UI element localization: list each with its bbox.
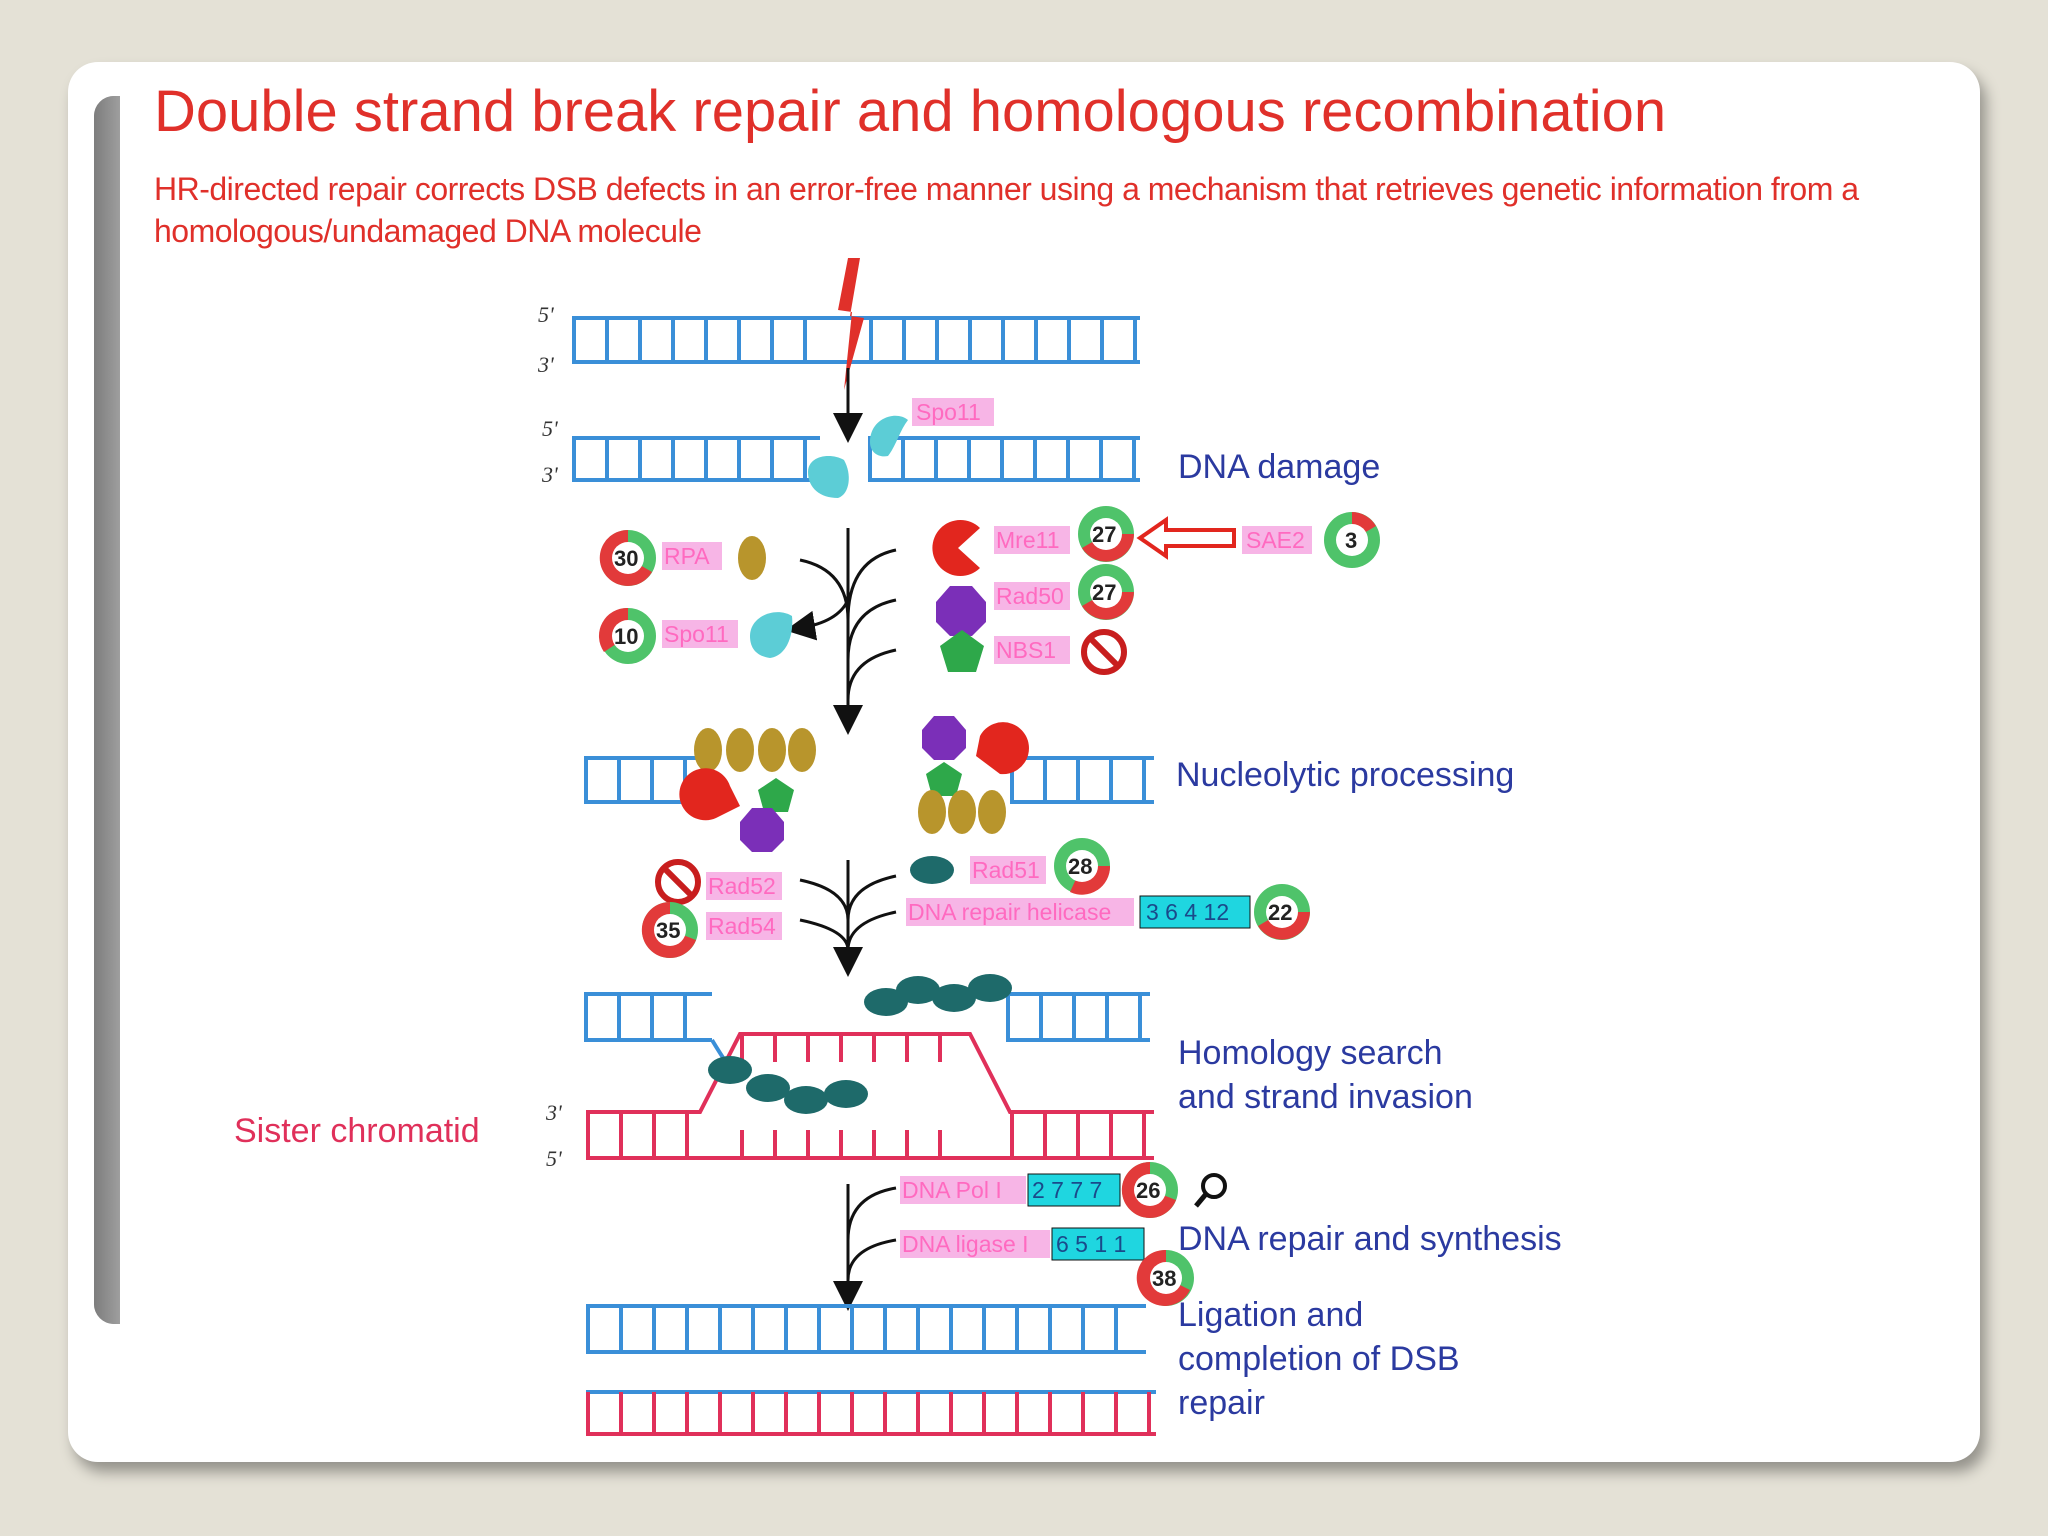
no-entry-icon: [1081, 629, 1127, 675]
end-5-sister: 5': [546, 1146, 562, 1171]
pol-ec-box: 2 7 7 7: [1032, 1177, 1102, 1203]
stage-nucleolytic: Nucleolytic processing: [1176, 756, 1514, 794]
helicase-ec-box: 3 6 4 12: [1146, 899, 1229, 925]
rad51-filament: [708, 974, 1012, 1114]
stage-homology-2: and strand invasion: [1178, 1078, 1473, 1116]
rpa-shape: [738, 536, 766, 580]
svg-text:35: 35: [656, 918, 680, 943]
dna-intact: [572, 316, 1140, 364]
stage-repair-synthesis: DNA repair and synthesis: [1178, 1220, 1562, 1258]
dna-processing: [584, 756, 1154, 804]
spo11-count-badge: 10: [598, 607, 656, 664]
label-rad52: Rad52: [708, 873, 776, 899]
sister-chromatid-dna: [586, 1032, 1154, 1160]
dna-repaired-bottom: [586, 1390, 1156, 1436]
magnifier-icon: [1194, 1173, 1227, 1208]
arrow-sae2-to-mre11: [1136, 516, 1236, 560]
label-rad50: Rad50: [996, 583, 1064, 609]
end-3-sister: 3': [545, 1100, 562, 1125]
rpa-cluster-right: [918, 790, 1006, 834]
dna-repaired-top: [586, 1304, 1146, 1354]
mre11-count-badge: 27: [1078, 506, 1134, 562]
branch-arrows-2: [799, 860, 897, 977]
label-spo11-top: Spo11: [916, 399, 981, 425]
rad51-count-badge: 28: [1054, 838, 1111, 895]
branch-arrows-1: [785, 528, 897, 735]
mre11-pacman-shape: [932, 520, 980, 577]
rad50-count-badge: 27: [1078, 564, 1134, 620]
helicase-count-badge: 22: [1254, 884, 1310, 940]
lightning-break-icon: [838, 258, 864, 390]
ligase-count-badge: 38: [1136, 1249, 1194, 1306]
ligase-ec-box: 6 5 1 1: [1056, 1231, 1126, 1257]
label-dna-ligase: DNA ligase I: [902, 1231, 1029, 1257]
svg-text:3: 3: [1345, 528, 1357, 553]
label-sae2: SAE2: [1246, 527, 1305, 553]
svg-text:26: 26: [1136, 1178, 1160, 1203]
accent-bar: [94, 96, 120, 1324]
svg-text:10: 10: [614, 624, 638, 649]
rad54-count-badge: 35: [641, 901, 698, 958]
label-spo11: Spo11: [664, 621, 729, 647]
stage-ligation-3: repair: [1178, 1384, 1265, 1422]
rad51-shape: [910, 856, 954, 884]
slide-title: Double strand break repair and homologou…: [154, 79, 1667, 144]
rpa-count-badge: 30: [599, 529, 656, 586]
svg-text:28: 28: [1068, 854, 1092, 879]
pol-count-badge: 26: [1121, 1161, 1178, 1218]
label-nbs1: NBS1: [996, 637, 1056, 663]
svg-text:27: 27: [1092, 580, 1116, 605]
label-rad54: Rad54: [708, 913, 776, 939]
stage-homology-1: Homology search: [1178, 1034, 1443, 1072]
slide-subtitle: HR-directed repair corrects DSB defects …: [154, 171, 1859, 249]
label-helicase: DNA repair helicase: [908, 899, 1111, 925]
spo11-shape-top: [870, 415, 908, 457]
end-3-row2: 3': [541, 462, 558, 487]
mre11-right: [976, 722, 1029, 775]
sister-chromatid-label: Sister chromatid: [234, 1112, 480, 1150]
end-3-row1: 3': [537, 352, 554, 377]
rad50-left: [740, 808, 784, 852]
nbs1-shape: [940, 630, 984, 672]
stage-ligation-1: Ligation and: [1178, 1296, 1363, 1334]
spo11-shape-bottom: [808, 456, 849, 498]
nbs1-left: [758, 778, 794, 812]
label-mre11: Mre11: [996, 527, 1060, 553]
label-dna-pol: DNA Pol I: [902, 1177, 1002, 1203]
nbs1-right: [926, 762, 962, 796]
rad50-shape: [936, 586, 986, 636]
svg-text:38: 38: [1152, 1266, 1176, 1291]
svg-text:30: 30: [614, 546, 638, 571]
label-rpa: RPA: [664, 543, 710, 569]
svg-text:27: 27: [1092, 522, 1116, 547]
svg-text:22: 22: [1268, 900, 1292, 925]
no-entry-icon: [655, 859, 701, 905]
stage-dna-damage: DNA damage: [1178, 448, 1380, 486]
label-rad51: Rad51: [972, 857, 1040, 883]
rad50-right: [922, 716, 966, 760]
stage-ligation-2: completion of DSB: [1178, 1340, 1460, 1378]
sae2-count-badge: 3: [1324, 512, 1380, 568]
dna-broken: [572, 436, 1140, 482]
mre11-left: [679, 768, 740, 821]
end-5-row1: 5': [538, 302, 554, 327]
branch-arrows-3: [833, 1184, 897, 1311]
rpa-cluster-left: [694, 728, 816, 772]
spo11-shape: [750, 612, 793, 658]
end-5-row2: 5': [542, 416, 558, 441]
